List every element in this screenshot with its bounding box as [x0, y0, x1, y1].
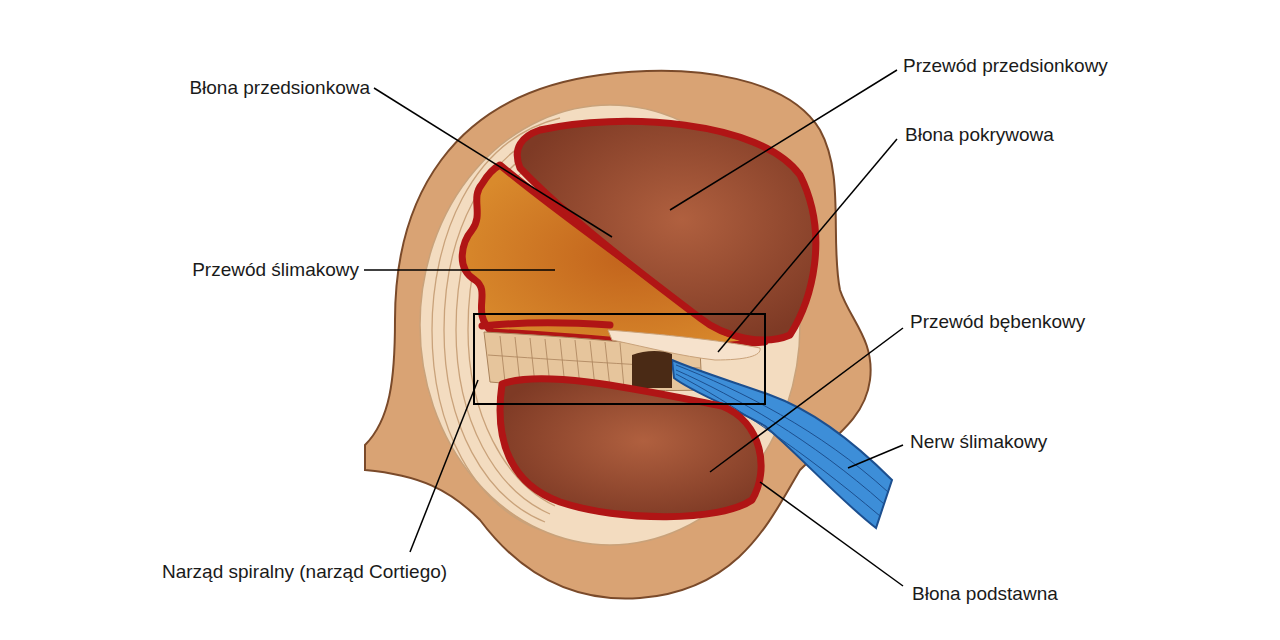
part-label: Narząd spiralny (narząd Cortiego): [162, 561, 447, 583]
part-label: Błona pokrywowa: [905, 124, 1054, 146]
leader-line: [410, 380, 478, 552]
tunnel-block: [632, 351, 672, 388]
leader-lines: [364, 70, 903, 586]
limbus-line: [482, 323, 610, 326]
detail-frame: [474, 314, 765, 404]
part-label: Błona przedsionkowa: [189, 77, 370, 99]
part-label: Przewód bębenkowy: [910, 311, 1085, 333]
leader-line: [670, 70, 897, 210]
leader-line: [374, 88, 612, 237]
part-label: Nerw ślimakowy: [910, 431, 1047, 453]
bone-outline: [365, 71, 871, 599]
part-label: Przewód przedsionkowy: [903, 55, 1108, 77]
tympanic-duct: [500, 379, 761, 517]
part-label: Błona podstawna: [912, 583, 1058, 605]
leader-line: [718, 139, 897, 352]
leader-line: [364, 269, 555, 271]
leader-line: [760, 482, 903, 586]
leader-line: [710, 328, 903, 472]
leader-line: [848, 445, 903, 468]
part-label: Przewód ślimakowy: [192, 259, 359, 281]
vestibular-duct: [517, 121, 816, 340]
tectorial-membrane: [608, 330, 760, 360]
